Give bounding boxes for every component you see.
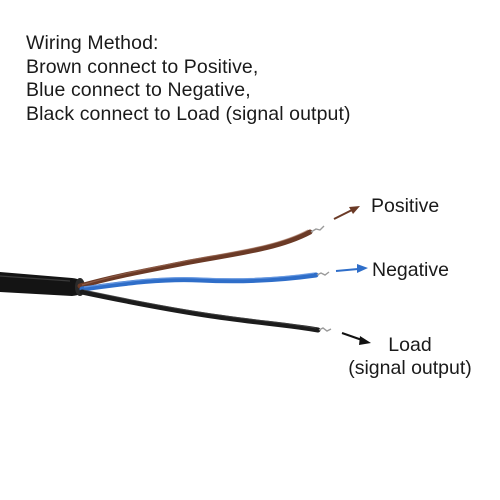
positive-label: Positive [371,195,440,217]
instruction-line-blue: Blue connect to Negative, [26,79,251,101]
brown-wire [77,225,325,289]
load-label: Load (signal output) [345,334,475,380]
cable-jacket [0,272,85,296]
instructions-heading: Wiring Method: [26,32,159,54]
instruction-line-black: Black connect to Load (signal output) [26,102,351,125]
negative-label: Negative [372,259,449,281]
instruction-line-brown: Brown connect to Positive, [26,55,259,78]
negative-arrow [335,264,368,273]
load-label-line1: Load [388,334,432,356]
positive-arrow [333,206,360,220]
blue-wire [79,271,330,292]
load-arrow [341,332,371,345]
load-label-line2: (signal output) [348,357,472,379]
black-wire [79,289,332,333]
wiring-instructions: Wiring Method: Brown connect to Positive… [26,32,351,126]
